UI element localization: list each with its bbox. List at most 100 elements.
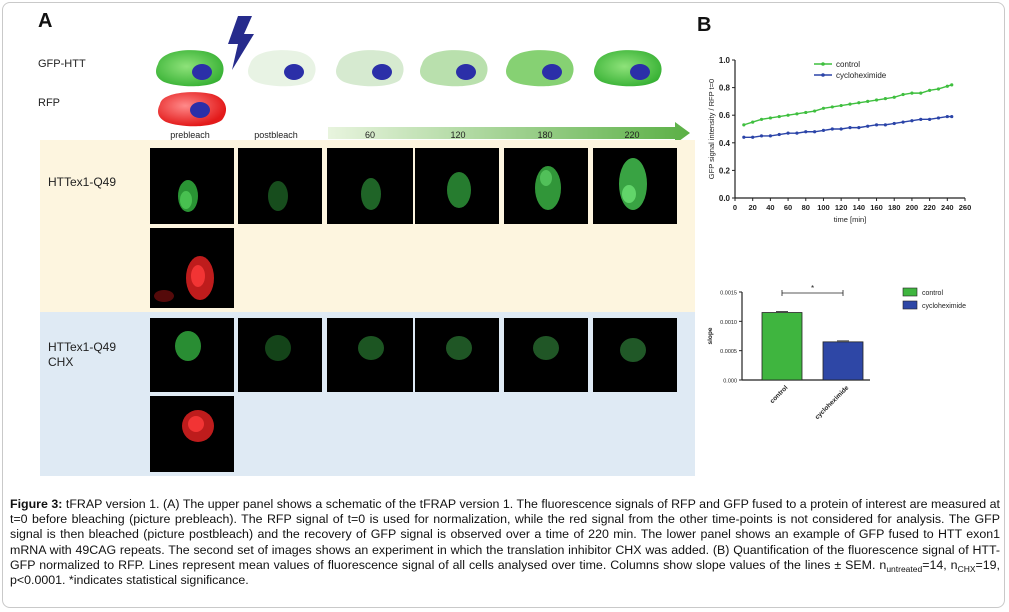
y-tick-label: 1.0 [719,56,731,65]
data-point-control [804,110,808,115]
stage-label-180: 180 [537,130,553,140]
data-point-cycloheximide [759,134,764,138]
data-point-cycloheximide [910,119,914,123]
data-point-cycloheximide [874,123,879,127]
line-chart-series [742,83,954,139]
data-point-control [839,103,843,108]
data-point-cycloheximide [928,117,932,121]
stage-label-220: 220 [624,130,640,140]
legend-label-control: control [922,290,943,297]
tfrap-schematic [156,16,690,144]
data-point-control [813,109,817,113]
stage-label-120: 120 [450,130,466,140]
time-arrow [328,122,690,144]
data-point-control [892,95,896,99]
y-tick-label: 0.000 [723,379,737,385]
caption-label: Figure 3: [10,497,63,511]
prebleach-green-cell [156,50,224,87]
data-point-control [910,91,914,95]
y-tick-label: 0.4 [719,139,731,148]
data-point-control [751,120,755,124]
caption-sub-chx: CHX [957,563,976,574]
x-tick-label: 0 [733,203,737,212]
caption-text-1: tFRAP version 1. (A) The upper panel sho… [10,497,1000,572]
data-point-control [950,83,954,87]
data-point-cycloheximide [830,127,834,131]
data-point-control [795,112,799,116]
section-chx-label-line2: CHX [48,355,74,369]
x-tick-label: 260 [959,203,972,212]
data-point-control [928,88,932,92]
x-tick-label: 140 [853,203,866,212]
x-tick-label: 180 [888,203,901,212]
data-point-cycloheximide [786,131,790,135]
data-point-control [866,99,870,103]
y-tick-label: 0.0005 [720,349,737,355]
micrograph-chx-120 [415,318,499,392]
data-point-control [777,114,781,119]
data-point-cycloheximide [848,126,852,130]
y-tick-label: 0.0010 [720,320,737,326]
micrograph-untreated-rfp [150,228,234,308]
x-axis-label: time [min] [834,215,867,224]
data-point-cycloheximide [883,123,887,127]
figure-caption: Figure 3: tFRAP version 1. (A) The upper… [10,497,1000,588]
data-point-cycloheximide [742,135,746,139]
x-tick-label-cycloheximide: cycloheximide [814,384,851,421]
data-point-cycloheximide [945,114,949,119]
data-point-control [768,116,772,120]
stage-label-60: 60 [364,130,375,140]
rfp-label: RFP [38,97,60,109]
micrograph-untreated-220 [593,148,677,224]
y-tick-label: 0.8 [719,84,731,93]
x-tick-label: 160 [870,203,883,212]
x-tick-label-control: control [769,384,790,405]
data-point-cycloheximide [866,124,870,128]
legend-swatch-cycloheximide [902,300,918,310]
recovery-cell-120 [420,50,488,87]
y-axis-label: slope [707,327,714,344]
bar-control [761,312,803,381]
data-point-cycloheximide [777,132,781,137]
data-point-cycloheximide [839,127,843,131]
x-tick-label: 80 [802,203,810,212]
data-point-control [759,117,764,121]
micrograph-untreated-60 [327,148,413,224]
x-tick-label: 100 [817,203,830,212]
recovery-cell-180 [506,50,574,87]
y-tick-label: 0.2 [719,166,731,175]
legend-label-cycloheximide: cycloheximide [836,71,887,80]
data-point-cycloheximide [821,128,826,132]
data-point-control [848,102,852,106]
micrograph-untreated-180 [504,148,588,224]
data-point-control [936,87,941,91]
data-point-control [830,105,834,109]
micrograph-chx-180 [504,318,588,392]
data-point-cycloheximide [795,131,799,135]
section-chx-label-line1: HTTex1-Q49 [48,340,117,354]
data-point-control [874,98,879,102]
micrograph-chx-220 [593,318,677,392]
legend-marker-control [821,62,825,66]
data-point-cycloheximide [936,116,941,120]
data-point-cycloheximide [857,126,861,130]
data-point-control [919,91,923,95]
x-tick-label: 120 [835,203,848,212]
bleach-lightning-icon [228,16,254,70]
y-tick-label: 0.0015 [720,291,737,297]
data-point-cycloheximide [768,134,772,138]
significance-star: * [811,284,814,293]
data-point-control [786,113,790,117]
legend-swatch-control [902,287,918,297]
y-axis-label: GFP signal intensity / RFP t=0 [707,79,716,179]
legend-label-control: control [836,60,860,69]
micrograph-untreated-120 [415,148,499,224]
data-point-cycloheximide [804,130,808,134]
x-tick-label: 220 [923,203,936,212]
x-tick-label: 20 [749,203,757,212]
y-tick-label: 0.6 [719,111,731,120]
data-point-control [945,84,949,88]
micrograph-chx-prebleach [150,318,234,392]
gfp-htt-label: GFP-HTT [38,58,86,70]
